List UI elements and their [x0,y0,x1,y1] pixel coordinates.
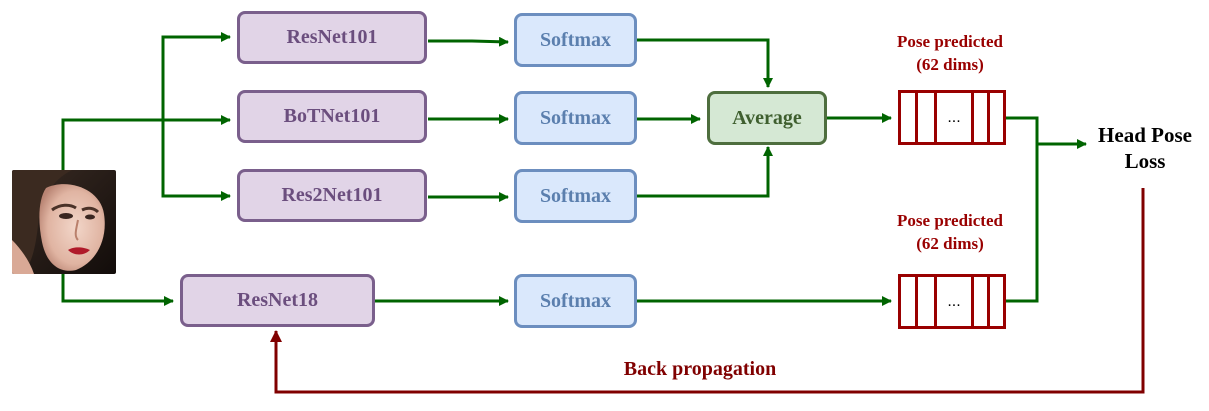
bottom-pose-label: Pose predicted (62 dims) [880,209,1020,255]
node-softmax-3: Softmax [514,169,637,223]
bottom-pose-label-line1: Pose predicted [897,211,1003,230]
top-vector-ellipsis: ... [947,108,961,126]
vector-cell-divider [987,277,990,326]
vector-cell-divider [915,277,918,326]
arrow-image-to-resnet18 [61,274,174,306]
head-pose-loss-label: Head Pose Loss [1075,122,1209,174]
top-pose-label: Pose predicted (62 dims) [880,30,1020,76]
arrow-split-to-resnet101 [161,32,231,120]
backprop-label: Back propagation [623,358,777,380]
bottom-vector-ellipsis: ... [947,292,961,310]
vector-cell-divider [934,277,937,326]
node-botnet101: BoTNet101 [237,90,427,143]
arrow-split-to-res2net101 [161,120,231,201]
node-average: Average [707,91,827,145]
face-portrait [12,170,116,274]
vector-cell-divider [971,93,974,142]
arrow-image-to-teachers [61,115,231,170]
node-resnet101: ResNet101 [237,11,427,64]
arrow-top-vector-to-loss [1006,116,1039,144]
backprop-arrow [270,188,1145,394]
node-res2net101: Res2Net101 [237,169,427,222]
arrow-resnet101-to-softmax [428,36,509,47]
node-resnet18: ResNet18 [180,274,375,327]
arrow-softmax3-to-average [637,146,773,198]
top-pose-label-line2: (62 dims) [916,55,984,74]
top-pose-label-line1: Pose predicted [897,32,1003,51]
input-face-image [12,170,116,274]
top-pose-vector: ... [898,90,1006,145]
vector-cell-divider [934,93,937,142]
node-softmax-1: Softmax [514,13,637,67]
loss-label-line2: Loss [1124,149,1166,173]
loss-label-line1: Head Pose [1098,123,1192,147]
forward-arrows [61,32,1087,306]
vector-cell-divider [915,93,918,142]
bottom-pose-vector: ... [898,274,1006,329]
node-softmax-4: Softmax [514,274,637,328]
bottom-pose-label-line2: (62 dims) [916,234,984,253]
arrow-bottom-vector-to-loss [1006,144,1039,303]
arrow-softmax1-to-average [637,38,773,88]
vector-cell-divider [987,93,990,142]
node-softmax-2: Softmax [514,91,637,145]
vector-cell-divider [971,277,974,326]
